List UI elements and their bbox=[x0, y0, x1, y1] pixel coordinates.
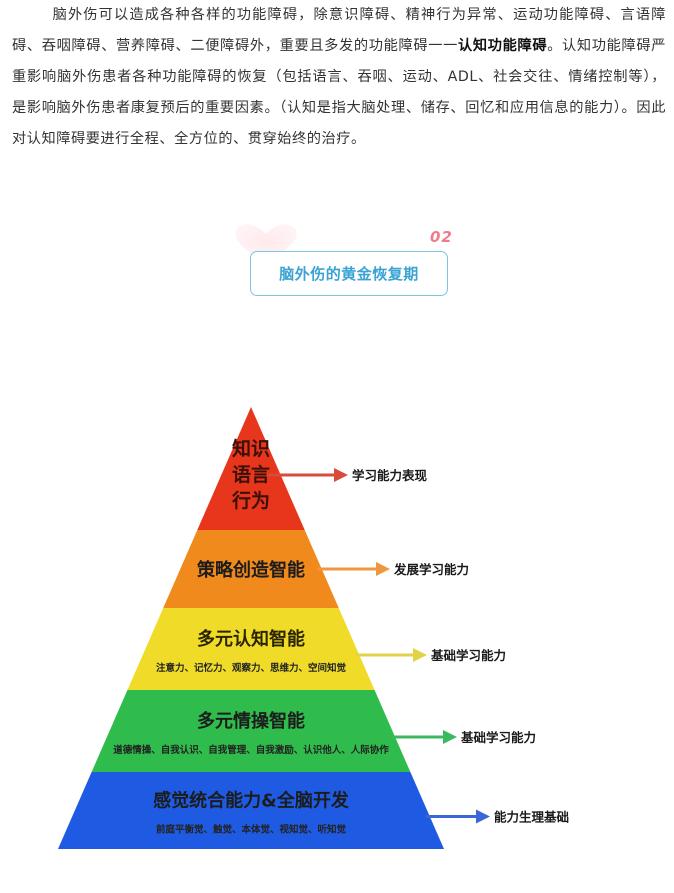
arrow-head-icon bbox=[443, 730, 457, 744]
arrow-label: 基础学习能力 bbox=[460, 730, 536, 745]
section-number: 02 bbox=[430, 228, 453, 246]
pyramid-level-title: 行为 bbox=[231, 489, 270, 512]
arrow-label: 能力生理基础 bbox=[494, 810, 569, 825]
paragraph-bold-term: 认知功能障碍 bbox=[457, 38, 548, 54]
paragraph-text-part2: 。认知功能障碍严重影响脑外伤患者各种功能障碍的恢复（包括语言、吞咽、运动、ADL… bbox=[12, 38, 666, 147]
pyramid-level-title: 多元认知智能 bbox=[197, 628, 305, 650]
arrow-label: 基础学习能力 bbox=[430, 648, 506, 663]
pyramid-level-subtitle: 前庭平衡觉、触觉、本体觉、视知觉、听知觉 bbox=[156, 824, 347, 836]
arrow-head-icon bbox=[334, 468, 348, 482]
learning-pyramid: 知识语言行为 学习能力表现策略创造智能 发展学习能力多元认知智能注意力、记忆力、观察… bbox=[0, 380, 674, 889]
pyramid-level-2: 策略创造智能 bbox=[163, 530, 339, 608]
pyramid-arrow-1: 学习能力表现 bbox=[266, 468, 428, 483]
pyramid-level-subtitle: 注意力、记忆力、观察力、思维力、空间知觉 bbox=[156, 662, 347, 674]
pyramid-band bbox=[163, 530, 339, 608]
arrow-label: 学习能力表现 bbox=[352, 468, 428, 483]
pyramid-band bbox=[127, 608, 375, 690]
paragraph-text-part1: 脑外伤可以造成各种各样的功能障碍，除意识障碍、精神行为异常、运动功能障碍、言语障… bbox=[12, 7, 666, 54]
pyramid-level-title: 策略创造智能 bbox=[197, 559, 305, 581]
pyramid-band bbox=[58, 772, 444, 849]
pyramid-level-title: 语言 bbox=[232, 463, 270, 486]
pyramid-band bbox=[91, 690, 411, 772]
arrow-label: 发展学习能力 bbox=[393, 562, 469, 577]
pyramid-level-subtitle: 道德情操、自我认识、自我管理、自我激励、认识他人、人际协作 bbox=[113, 744, 389, 756]
arrow-head-icon bbox=[476, 809, 490, 824]
pyramid-arrow-5: 能力生理基础 bbox=[425, 809, 569, 825]
intro-paragraph: 脑外伤可以造成各种各样的功能障碍，除意识障碍、精神行为异常、运动功能障碍、言语障… bbox=[12, 0, 666, 155]
arrow-head-icon bbox=[376, 562, 390, 576]
pyramid-level-title: 感觉统合能力&全脑开发 bbox=[153, 790, 350, 812]
section-title: 脑外伤的黄金恢复期 bbox=[279, 265, 419, 283]
arrow-head-icon bbox=[413, 648, 427, 662]
pyramid-level-title: 多元情操智能 bbox=[197, 710, 305, 732]
pyramid-level-title: 知识 bbox=[232, 437, 270, 460]
pyramid-band bbox=[197, 407, 305, 530]
pyramid-arrow-4: 基础学习能力 bbox=[391, 730, 536, 745]
section-title-box: 脑外伤的黄金恢复期 bbox=[250, 251, 448, 296]
pyramid-arrow-3: 基础学习能力 bbox=[355, 648, 506, 663]
pyramid-arrow-2: 发展学习能力 bbox=[317, 562, 469, 577]
